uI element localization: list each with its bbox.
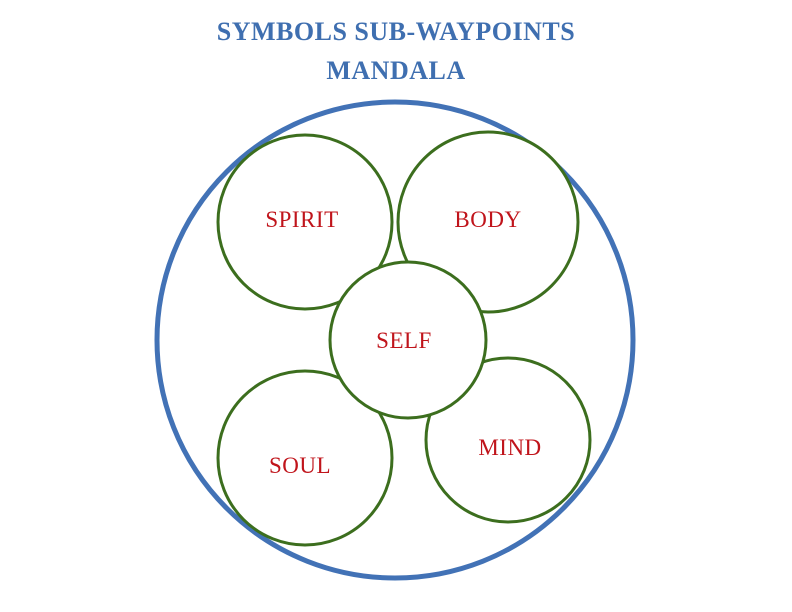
spirit-label: SPIRIT xyxy=(265,207,338,232)
outer-circle xyxy=(154,99,636,581)
self-circle xyxy=(328,260,488,420)
soul-label: SOUL xyxy=(269,453,331,478)
body-label: BODY xyxy=(454,207,521,232)
spirit-circle xyxy=(216,133,394,311)
diagram-title-line-2: MANDALA xyxy=(326,56,466,85)
mind-label: MIND xyxy=(478,435,541,460)
self-label: SELF xyxy=(376,328,432,353)
diagram-title-line-1: SYMBOLS SUB-WAYPOINTS xyxy=(216,17,576,46)
body-circle xyxy=(396,130,580,314)
soul-circle xyxy=(216,369,394,547)
mind-circle xyxy=(424,356,592,524)
